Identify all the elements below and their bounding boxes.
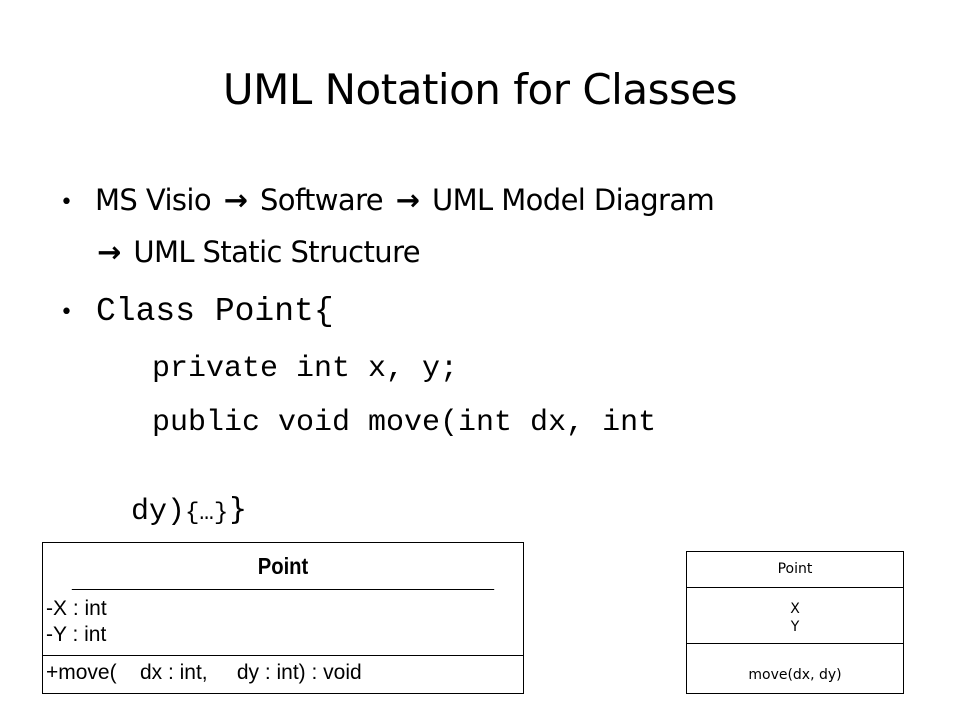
uml-class-detailed: Point -X : int -Y : int +move( dx : int,… [42, 542, 524, 694]
uml-class-name: Point [71, 543, 495, 590]
uml-attribute: -X : int [46, 597, 107, 620]
bullet-1-segment-uml-model: UML Model Diagram [431, 183, 715, 217]
uml-class-name: Point [687, 552, 903, 588]
code-method-declaration: public void move(int dx, int [152, 406, 657, 440]
slide-title: UML Notation for Classes [222, 65, 738, 114]
bullet-1-segment-static-structure: UML Static Structure [133, 235, 420, 269]
code-method-body: {…} [185, 500, 229, 527]
bullet-1-line-1: MS Visio → Software → UML Model Diagram [95, 182, 715, 218]
arrow-right-icon: → [395, 183, 420, 217]
code-closing-brace: } [228, 492, 248, 527]
uml-attribute: Y [790, 619, 800, 635]
arrow-right-icon: → [97, 235, 121, 269]
code-param: dy) [131, 495, 186, 529]
uml-operation: +move( dx : int, dy : int) : void [46, 661, 362, 684]
uml-operation: move(dx, dy) [748, 667, 842, 683]
uml-attributes: X Y [687, 588, 903, 644]
bullet-1-line-2: → UML Static Structure [93, 234, 421, 270]
bullet-1-dot: • [60, 190, 73, 215]
bullet-1-segment-visio: MS Visio [95, 183, 212, 217]
bullet-1-segment-software: Software [259, 183, 384, 217]
uml-attributes: -X : int -Y : int [43, 590, 523, 656]
code-class-declaration: Class Point{ [96, 293, 334, 330]
uml-class-simple: Point X Y move(dx, dy) [686, 551, 904, 694]
bullet-2-dot: • [60, 300, 73, 325]
uml-attribute: -Y : int [46, 623, 107, 646]
code-method-continuation: dy){…}} [95, 456, 247, 532]
uml-attribute: X [790, 601, 800, 617]
arrow-right-icon: → [223, 183, 248, 217]
code-field-declaration: private int x, y; [152, 352, 459, 386]
